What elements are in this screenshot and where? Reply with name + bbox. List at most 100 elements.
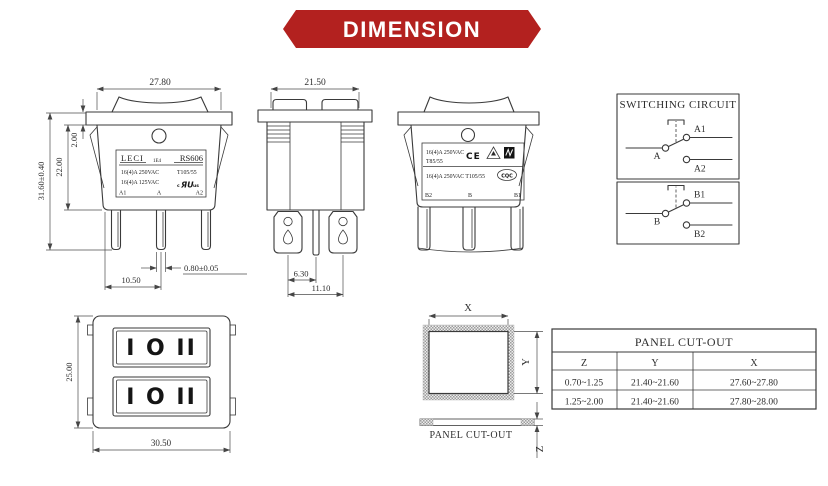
cell-z-row2: 1.25~2.00: [565, 398, 604, 408]
blade-hole-round-right: [338, 216, 348, 227]
dim-label-pin-pitch: 10.50: [121, 275, 140, 285]
cell-x-row1: 27.60~27.80: [730, 379, 778, 389]
panel-view-dims: 25.00 30.50: [64, 315, 231, 453]
terminal-b-text: B: [468, 193, 472, 199]
circuit-box-a: [616, 93, 740, 180]
dim-label-panel-height: 25.00: [64, 362, 74, 381]
header-banner: DIMENSION: [283, 10, 541, 48]
terminal-a-text: A: [157, 191, 162, 197]
circuit-pole-a: A A1 A2: [625, 119, 733, 175]
blade-hole-teardrop-right: [338, 229, 348, 245]
switch-body-b: [410, 124, 527, 208]
switch-body-a: [96, 124, 222, 211]
kc-mark: [504, 147, 515, 159]
cell-x-row2: 27.80~28.00: [730, 398, 778, 408]
dim-label-pin-thickness: 0.80±0.05: [184, 263, 218, 273]
pole-b-contact2-label: B2: [694, 230, 705, 240]
cutout-table-col-y: Y: [651, 358, 658, 369]
panel-tab-top-right: [229, 324, 236, 336]
dim-label-total-height: 31.60±0.40: [36, 162, 46, 201]
front-view-dim-width: 21.50: [270, 78, 360, 108]
temp-line1-text: T85/55: [426, 159, 443, 165]
cell-y-row2: 21.40~21.60: [631, 398, 679, 408]
pole-a-contact1-label: A1: [694, 125, 706, 135]
snap-clip-left-b: [403, 126, 419, 187]
side-view-a-dim-heights: 31.60±0.40 22.00 2.00: [36, 99, 112, 251]
cutout-table-title: PANEL CUT-OUT: [635, 335, 733, 349]
actuator-symbol-b: [667, 184, 685, 191]
rating-label-b: 16(4)A 250VAC T85/55 CE 16(4)A 250VAC T1…: [421, 142, 525, 201]
side-view-a-dim-width: 27.80: [96, 78, 222, 110]
panel-plate-side: [419, 418, 535, 426]
pole-b-common-label: B: [654, 218, 660, 228]
circuit-box-b: [616, 181, 740, 245]
cutout-hole: [428, 330, 509, 395]
rating-line1-text: 16(4)A 250VAC: [426, 149, 464, 156]
cutout-caption: PANEL CUT-OUT: [430, 430, 513, 441]
dim-label-flange: 2.00: [69, 133, 79, 148]
cell-z-row1: 0.70~1.25: [565, 379, 604, 389]
pole-a-contact2-label: A2: [694, 165, 706, 175]
terminal-b1-text: B1: [514, 193, 521, 199]
table-row: 1.25~2.00 21.40~21.60 27.80~28.00: [565, 398, 778, 408]
dim-label-panel-width: 30.50: [151, 438, 172, 448]
cutout-table-frame: [551, 328, 817, 410]
rocker-marking-1: I O II: [126, 336, 197, 361]
panel-body: [92, 315, 231, 429]
blade-hole-teardrop-left: [283, 229, 293, 245]
cutout-x-label: X: [464, 303, 472, 314]
actuator-symbol-a: [667, 119, 685, 126]
switch-body-front: [266, 121, 365, 211]
side-view-b: 16(4)A 250VAC T85/55 CE 16(4)A 250VAC T1…: [397, 96, 540, 253]
mounting-flange-front: [257, 109, 373, 123]
panel-view: I O II I O II 25.00 30.50: [64, 315, 236, 453]
snap-clip-right-a: [213, 126, 229, 189]
body-hole-a: [151, 128, 167, 144]
rocker-actuator-b: [423, 96, 515, 113]
mounting-flange-b: [397, 111, 540, 126]
rating-125-text: 16(4)A 125VAC: [121, 179, 159, 186]
banner-ribbon: [283, 10, 541, 48]
terminal-base-arc: [417, 247, 524, 253]
mounting-flange-a: [85, 111, 233, 126]
switching-circuit: SWITCHING CIRCUIT A A1 A2 B: [616, 93, 740, 245]
blade-hole-round-left: [283, 216, 293, 227]
cell-y-row1: 21.40~21.60: [631, 379, 679, 389]
panel-tab-bottom-left: [87, 397, 94, 416]
cutout-y-label: Y: [521, 358, 532, 366]
circuit-pole-b: B B1 B2: [625, 184, 733, 240]
blade-terminal-left: [273, 210, 303, 254]
cutout-table-col-x: X: [750, 358, 758, 369]
blade-terminal-right: [328, 210, 358, 254]
rating-label-b-frame: [421, 142, 525, 201]
rocker-actuator-a: [111, 96, 209, 113]
rocker-opening-2[interactable]: I O II: [112, 376, 211, 417]
cutout-z-label: Z: [535, 446, 546, 452]
cutout-drawing: X Y PANEL CUT-OUT Z: [419, 303, 546, 458]
front-view-dim-pins: 6.30 11.10: [287, 255, 344, 297]
ul-mark-icon: ЯU: [180, 181, 194, 190]
center-pin-front: [312, 209, 320, 256]
cutout-table-col-z: Z: [581, 358, 587, 369]
side-view-a: 27.80 LECI 1E4 RS606 16(4)A 250VAC T105/…: [36, 78, 247, 290]
rating-label-a-frame: [115, 149, 207, 198]
pole-b-contact1-label: B1: [694, 191, 705, 201]
ul-mark-prefix: c: [177, 184, 180, 189]
ce-mark: CE: [466, 152, 481, 162]
snap-clip-left-a: [89, 126, 105, 189]
front-view: 21.50: [257, 78, 373, 297]
pole-a-common-label: A: [654, 152, 661, 162]
banner-title: DIMENSION: [343, 17, 481, 42]
terminal-a2-text: A2: [196, 191, 203, 197]
rocker-edge-right: [321, 98, 359, 111]
dim-label-body-height: 22.00: [54, 157, 64, 176]
rocker-opening-1[interactable]: I O II: [112, 327, 211, 368]
model-text: RS606: [180, 153, 203, 163]
cert-no-text: 1E4: [153, 159, 162, 164]
dim-label-terminal-pitch: 11.10: [312, 283, 331, 293]
rating-250-text: 16(4)A 250VAC: [121, 169, 159, 176]
rocker-marking-2: I O II: [126, 385, 197, 410]
dim-label-width-front: 21.50: [304, 78, 326, 88]
dim-label-terminal-offset: 6.30: [294, 269, 309, 279]
